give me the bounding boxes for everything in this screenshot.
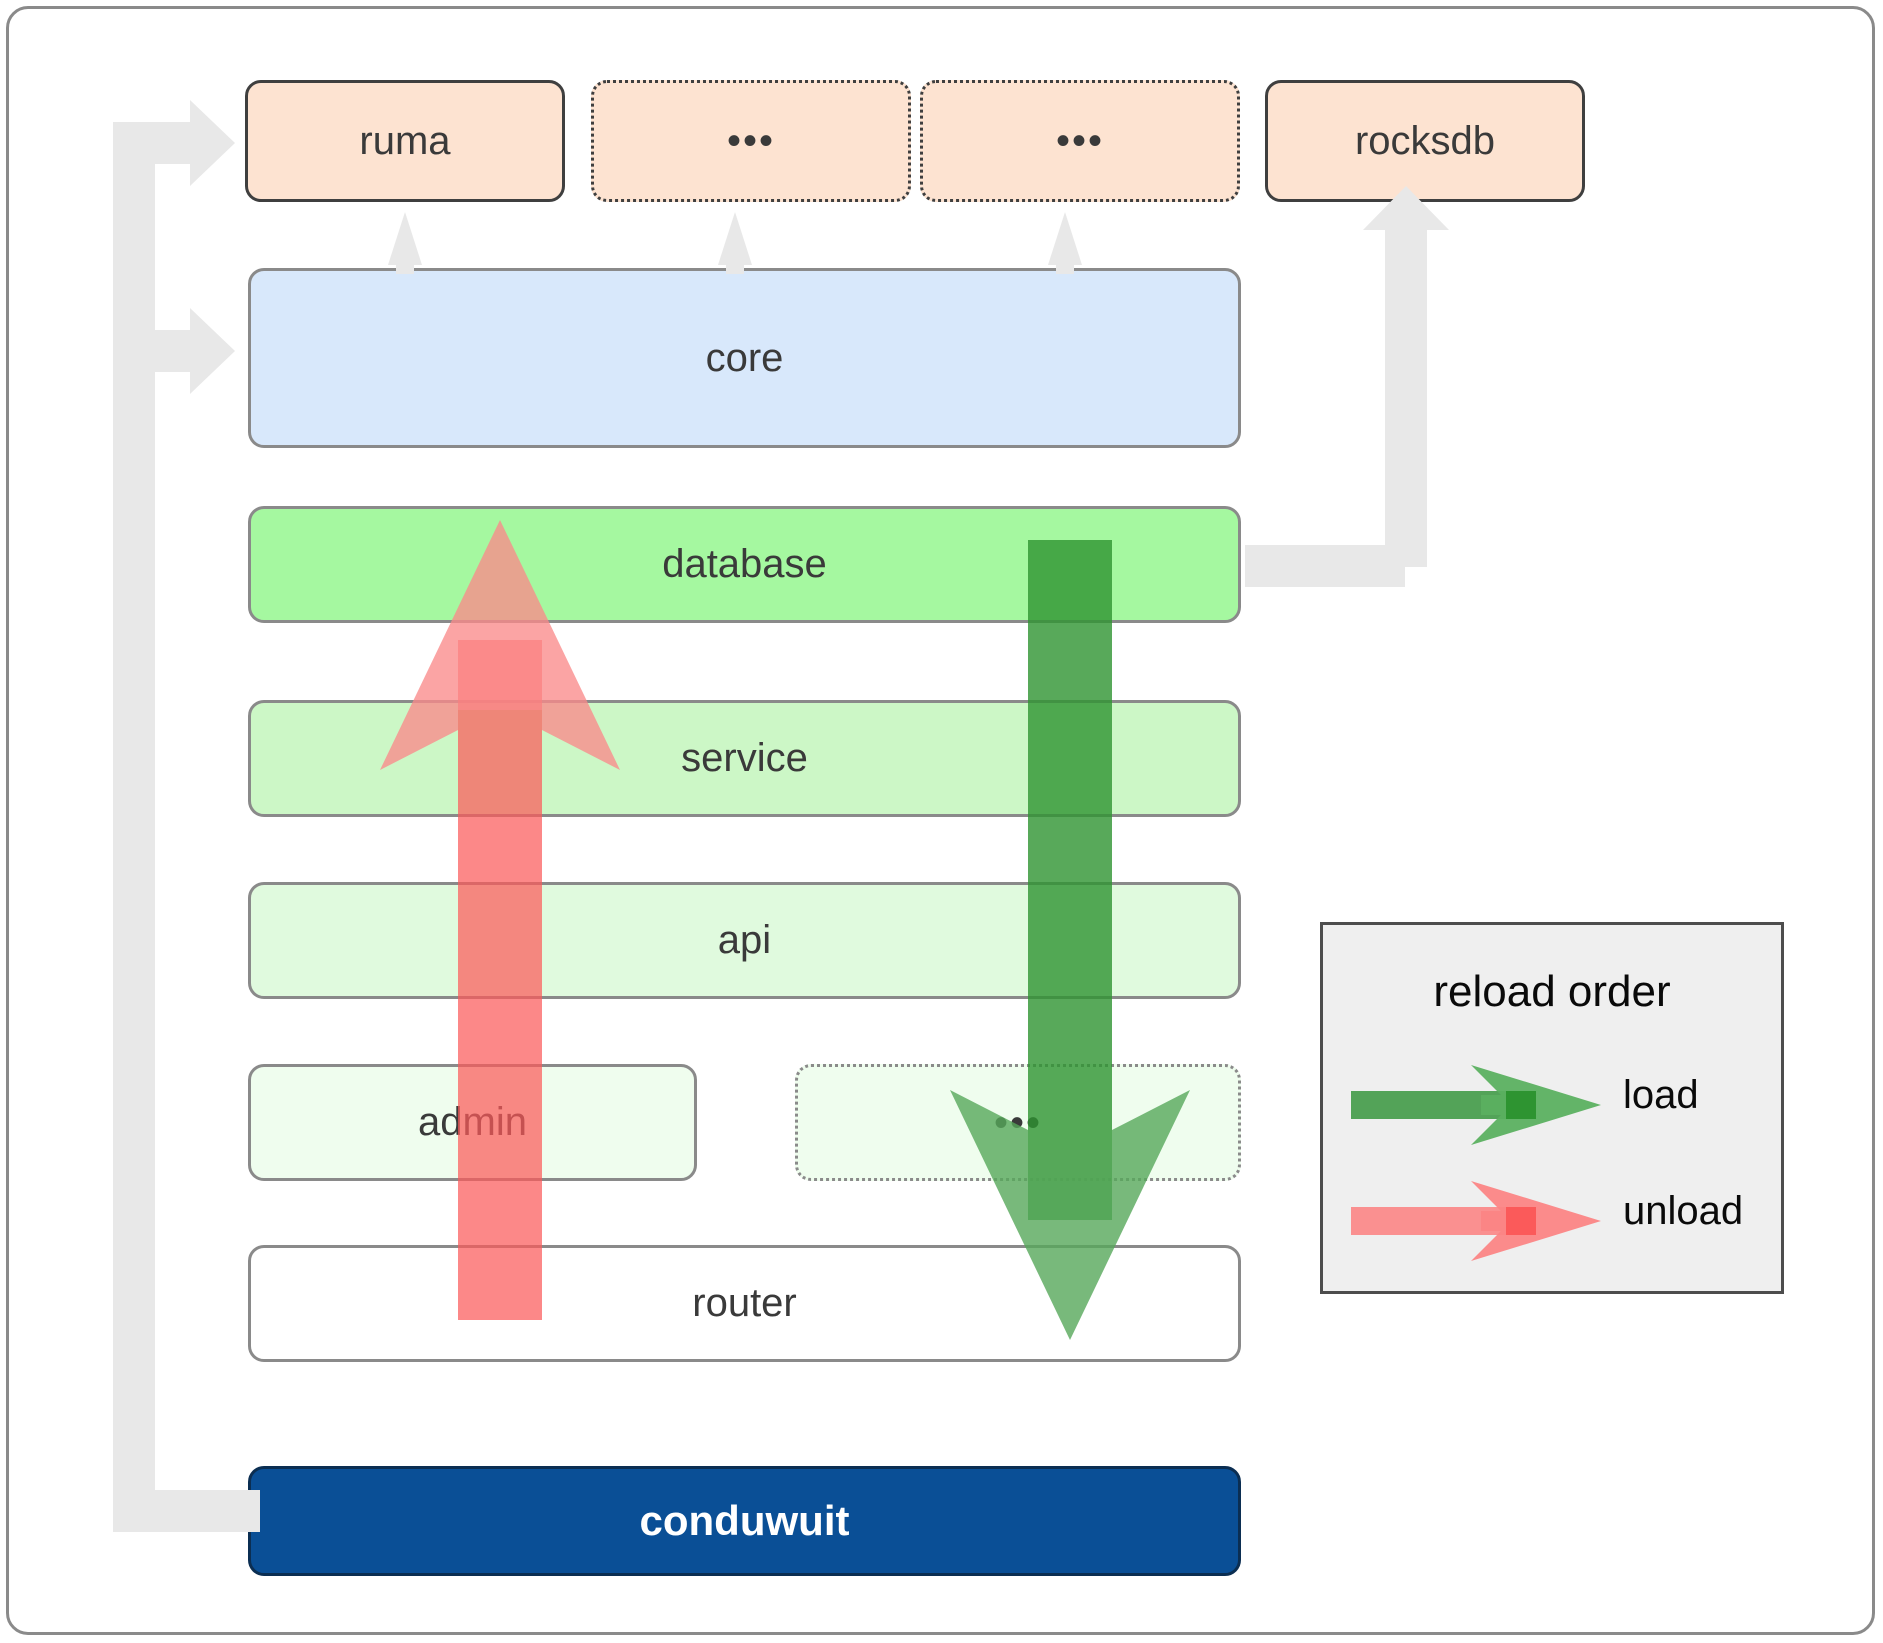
layer-label-admin: admin <box>418 1100 527 1144</box>
legend-label-unload: unload <box>1623 1189 1744 1233</box>
legend-title: reload order <box>1433 967 1671 1016</box>
legend-label-load: load <box>1623 1073 1699 1117</box>
legend-row-unload: unload <box>1323 1181 1781 1261</box>
layer-box-admin[interactable]: admin <box>248 1064 697 1181</box>
layer-box-core[interactable]: core <box>248 268 1241 448</box>
legend-panel: reload order load unload <box>1320 922 1784 1294</box>
layer-box-ellipsis[interactable]: ••• <box>795 1064 1241 1181</box>
crate-box-ellipsis-1[interactable]: ••• <box>591 80 911 202</box>
crate-box-ruma[interactable]: ruma <box>245 80 565 202</box>
diagram-frame <box>6 6 1875 1635</box>
layer-box-router[interactable]: router <box>248 1245 1241 1362</box>
layer-label-core: core <box>705 335 784 380</box>
layer-label-service: service <box>681 736 808 780</box>
crate-label-rocksdb: rocksdb <box>1354 118 1496 163</box>
app-label-conduwuit: conduwuit <box>639 1497 850 1544</box>
layer-label-ellipsis: ••• <box>993 1100 1042 1145</box>
crate-box-rocksdb[interactable]: rocksdb <box>1265 80 1585 202</box>
crate-label-ellipsis-2: ••• <box>1055 119 1104 163</box>
layer-label-api: api <box>717 918 772 962</box>
crate-label-ruma: ruma <box>359 118 451 163</box>
layer-box-api[interactable]: api <box>248 882 1241 999</box>
legend-unload-arrow-icon <box>1351 1181 1601 1261</box>
layer-box-service[interactable]: service <box>248 700 1241 817</box>
legend-row-load: load <box>1323 1065 1781 1145</box>
crate-box-ellipsis-2[interactable]: ••• <box>920 80 1240 202</box>
layer-box-database[interactable]: database <box>248 506 1241 623</box>
layer-label-router: router <box>692 1281 797 1325</box>
layer-label-database: database <box>662 542 827 586</box>
app-box-conduwuit[interactable]: conduwuit <box>248 1466 1241 1576</box>
legend-load-arrow-icon <box>1351 1065 1601 1145</box>
crate-label-ellipsis-1: ••• <box>726 119 775 163</box>
